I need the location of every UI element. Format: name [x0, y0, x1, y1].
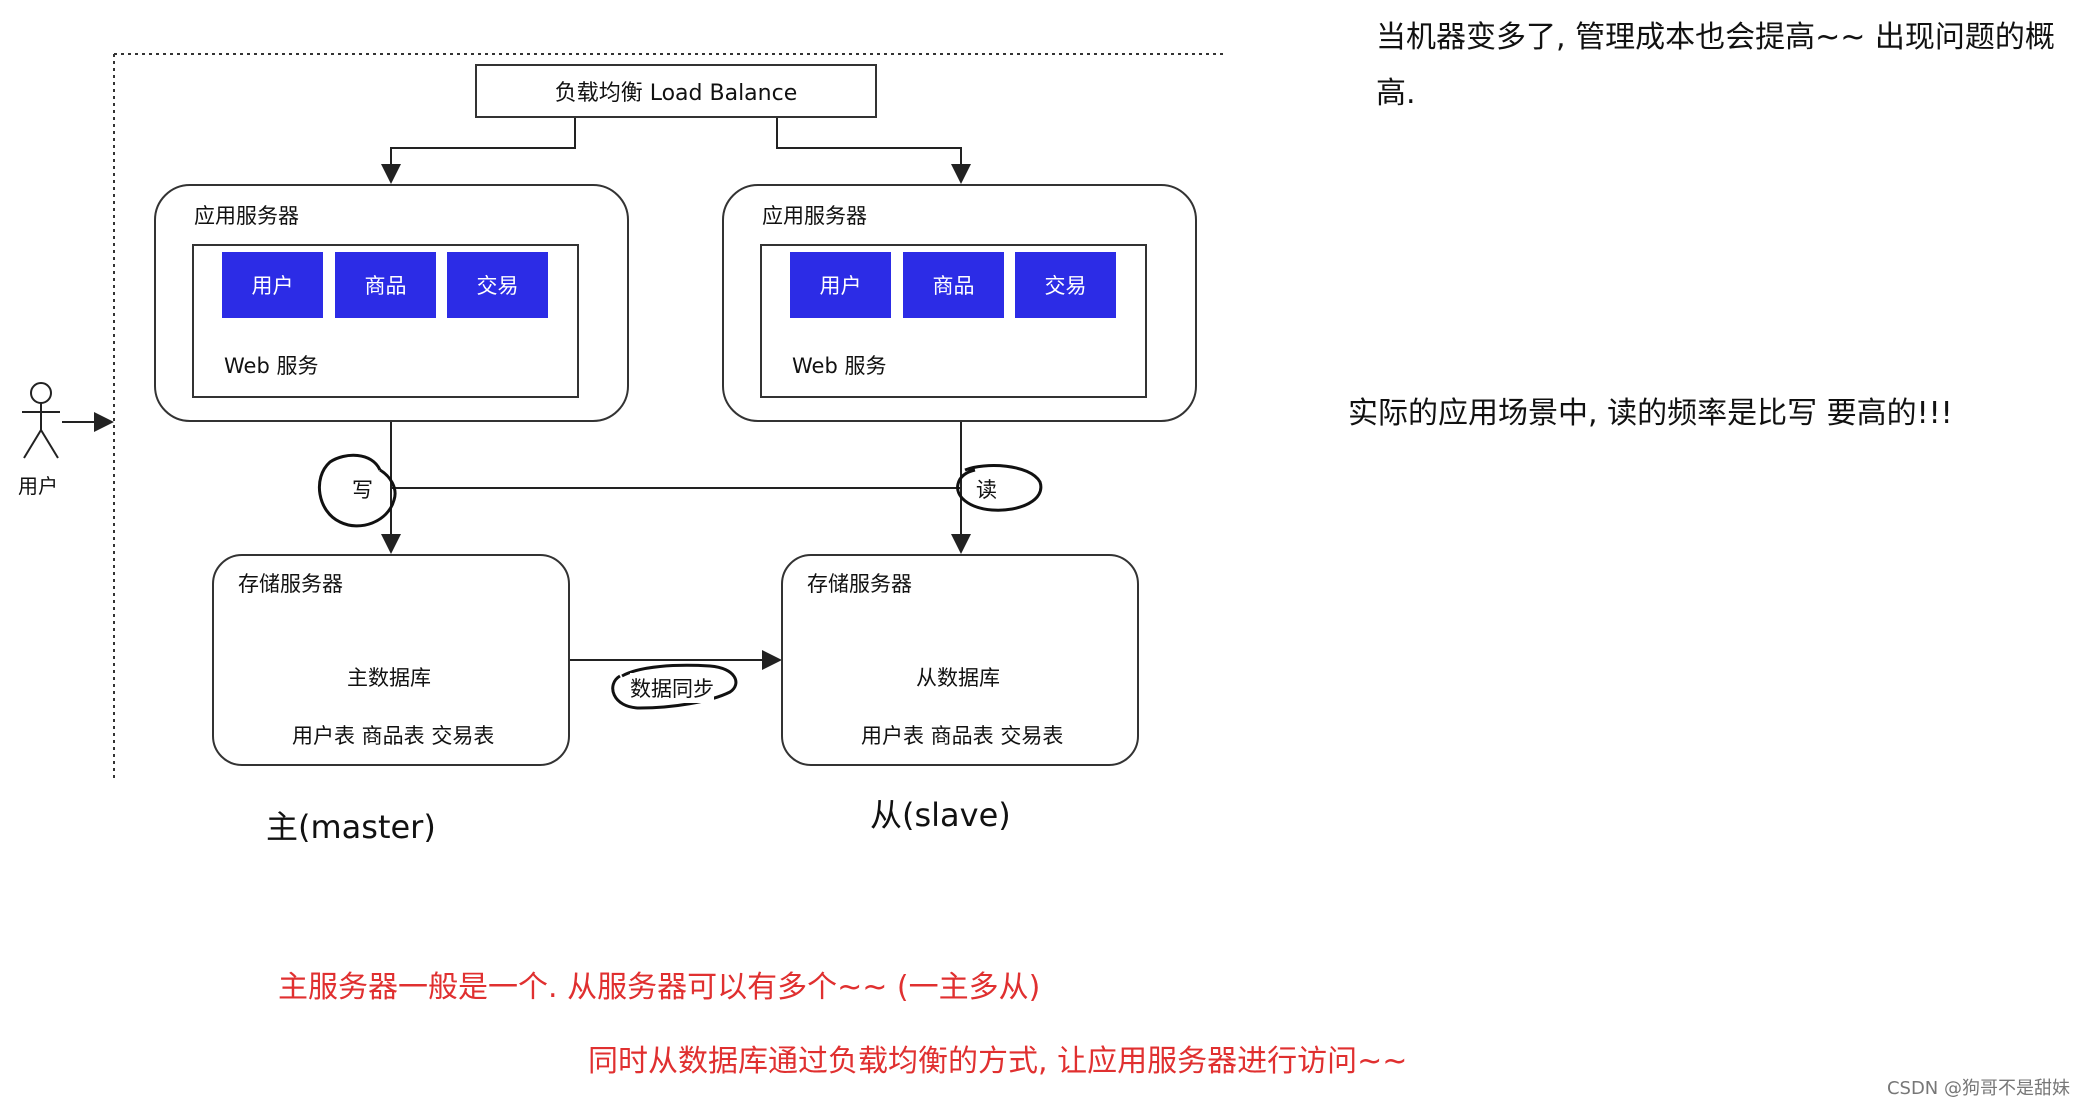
lb-to-app2-arrow — [776, 118, 971, 184]
lb-to-app1-arrow — [381, 118, 576, 184]
master-role-label: 主(master) — [266, 808, 436, 846]
app-server-1-module-trade: 交易 — [447, 252, 548, 318]
master-db-label: 主数据库 — [347, 666, 431, 690]
csdn-watermark: CSDN @狗哥不是甜妹 — [1886, 1078, 2070, 1099]
sync-label: 数据同步 — [630, 673, 714, 703]
app-server-1-web-label: Web 服务 — [224, 354, 319, 378]
app-server-2: 应用服务器 用户 商品 交易 Web 服务 — [722, 184, 1197, 422]
user-label: 用户 — [18, 474, 58, 498]
app-server-1-title: 应用服务器 — [194, 204, 299, 228]
storage-server-1-tables: 用户表 商品表 交易表 — [292, 724, 495, 748]
note-management-cost: 当机器变多了, 管理成本也会提高~~ 出现问题的概 — [1376, 20, 2055, 55]
user-figure-icon — [22, 382, 60, 459]
note-one-master-many-slaves: 主服务器一般是一个. 从服务器可以有多个~~ (一主多从) — [278, 970, 1041, 1005]
note-read-frequency: 实际的应用场景中, 读的频率是比写 要高的!!! — [1348, 396, 1953, 431]
storage-server-2-tables: 用户表 商品表 交易表 — [861, 724, 1064, 748]
app-server-2-module-user: 用户 — [790, 252, 891, 318]
slave-db-label: 从数据库 — [916, 666, 1000, 690]
app-server-1-module-goods: 商品 — [335, 252, 436, 318]
app-server-2-module-trade: 交易 — [1015, 252, 1116, 318]
storage-server-1: 存储服务器 用户表 商品表 交易表 — [212, 554, 570, 766]
note-slave-load-balance: 同时从数据库通过负载均衡的方式, 让应用服务器进行访问~~ — [588, 1044, 1408, 1079]
storage-server-2: 存储服务器 用户表 商品表 交易表 — [781, 554, 1139, 766]
storage-server-2-title: 存储服务器 — [807, 572, 912, 596]
app-server-1-module-user: 用户 — [222, 252, 323, 318]
sync-handdrawn-circle — [611, 663, 738, 710]
slave-role-label: 从(slave) — [870, 796, 1011, 834]
app-server-2-module-goods: 商品 — [903, 252, 1004, 318]
load-balancer-box: 负载均衡 Load Balance — [475, 64, 877, 118]
read-handdrawn-circle — [956, 464, 1043, 512]
write-handdrawn-circle — [317, 453, 397, 528]
app-server-1: 应用服务器 用户 商品 交易 Web 服务 — [154, 184, 629, 422]
write-label: 写 — [352, 474, 373, 504]
load-balancer-label: 负载均衡 Load Balance — [554, 81, 798, 106]
storage-server-1-title: 存储服务器 — [238, 572, 343, 596]
read-label: 读 — [976, 474, 997, 504]
note-management-cost-cont: 高. — [1376, 76, 1416, 111]
app-server-2-inner: 用户 商品 交易 Web 服务 — [760, 244, 1147, 398]
app-server-2-title: 应用服务器 — [762, 204, 867, 228]
app-server-2-web-label: Web 服务 — [792, 354, 887, 378]
app-server-1-inner: 用户 商品 交易 Web 服务 — [192, 244, 579, 398]
